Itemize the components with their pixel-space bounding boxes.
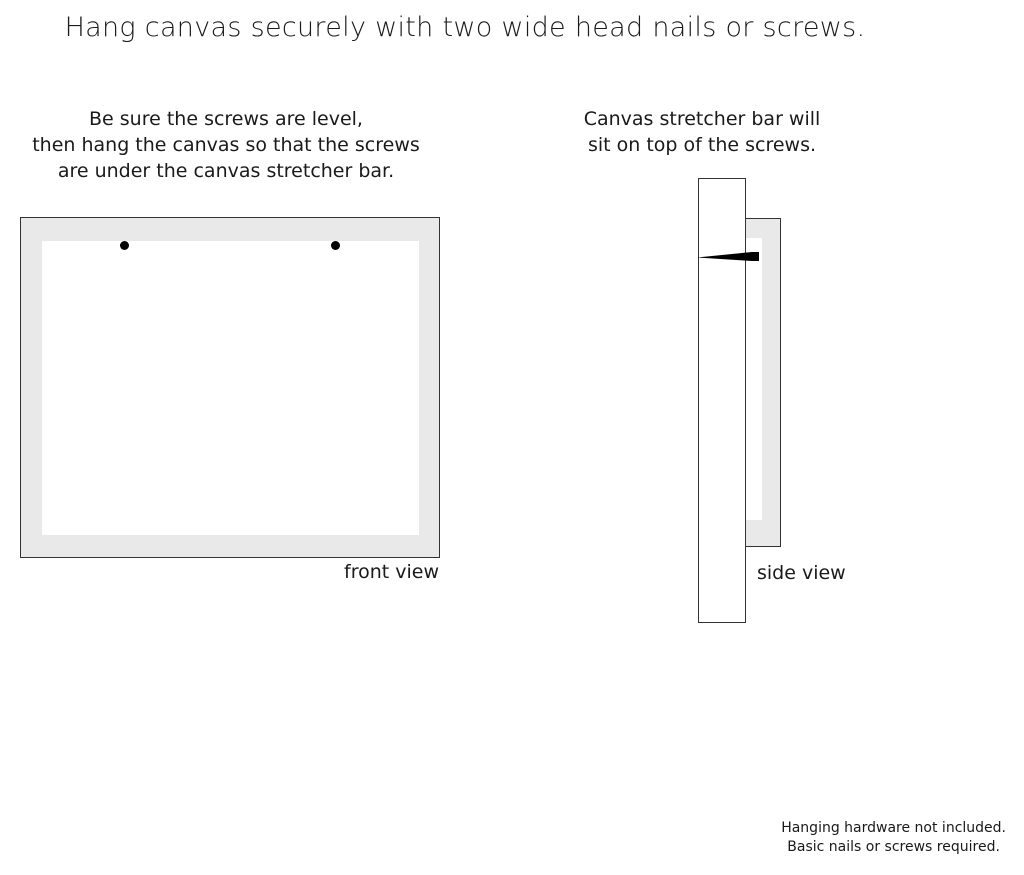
side-view-instructions: Canvas stretcher bar will sit on top of … (560, 106, 844, 158)
front-view-instructions: Be sure the screws are level, then hang … (22, 106, 430, 184)
side-view-diagram (697, 178, 781, 623)
canvas-inner-side (746, 238, 762, 520)
front-view-diagram (20, 217, 440, 558)
page-title: Hang canvas securely with two wide head … (64, 12, 866, 43)
front-note-line: Be sure the screws are level, (89, 108, 363, 130)
wall-side (698, 178, 746, 623)
front-note-line: then hang the canvas so that the screws (32, 134, 420, 156)
side-view-caption: side view (757, 562, 846, 584)
side-note-line: sit on top of the screws. (587, 134, 817, 156)
screw-side-icon (697, 252, 759, 261)
canvas-back-opening (42, 241, 419, 535)
footer-line: Basic nails or screws required. (787, 839, 1000, 855)
side-note-line: Canvas stretcher bar will (583, 108, 821, 130)
hardware-disclaimer: Hanging hardware not included. Basic nai… (781, 819, 1006, 857)
footer-line: Hanging hardware not included. (781, 820, 1006, 836)
screw-left-icon (120, 241, 129, 250)
screw-right-icon (331, 241, 340, 250)
front-view-caption: front view (344, 561, 439, 583)
front-note-line: are under the canvas stretcher bar. (57, 160, 395, 182)
